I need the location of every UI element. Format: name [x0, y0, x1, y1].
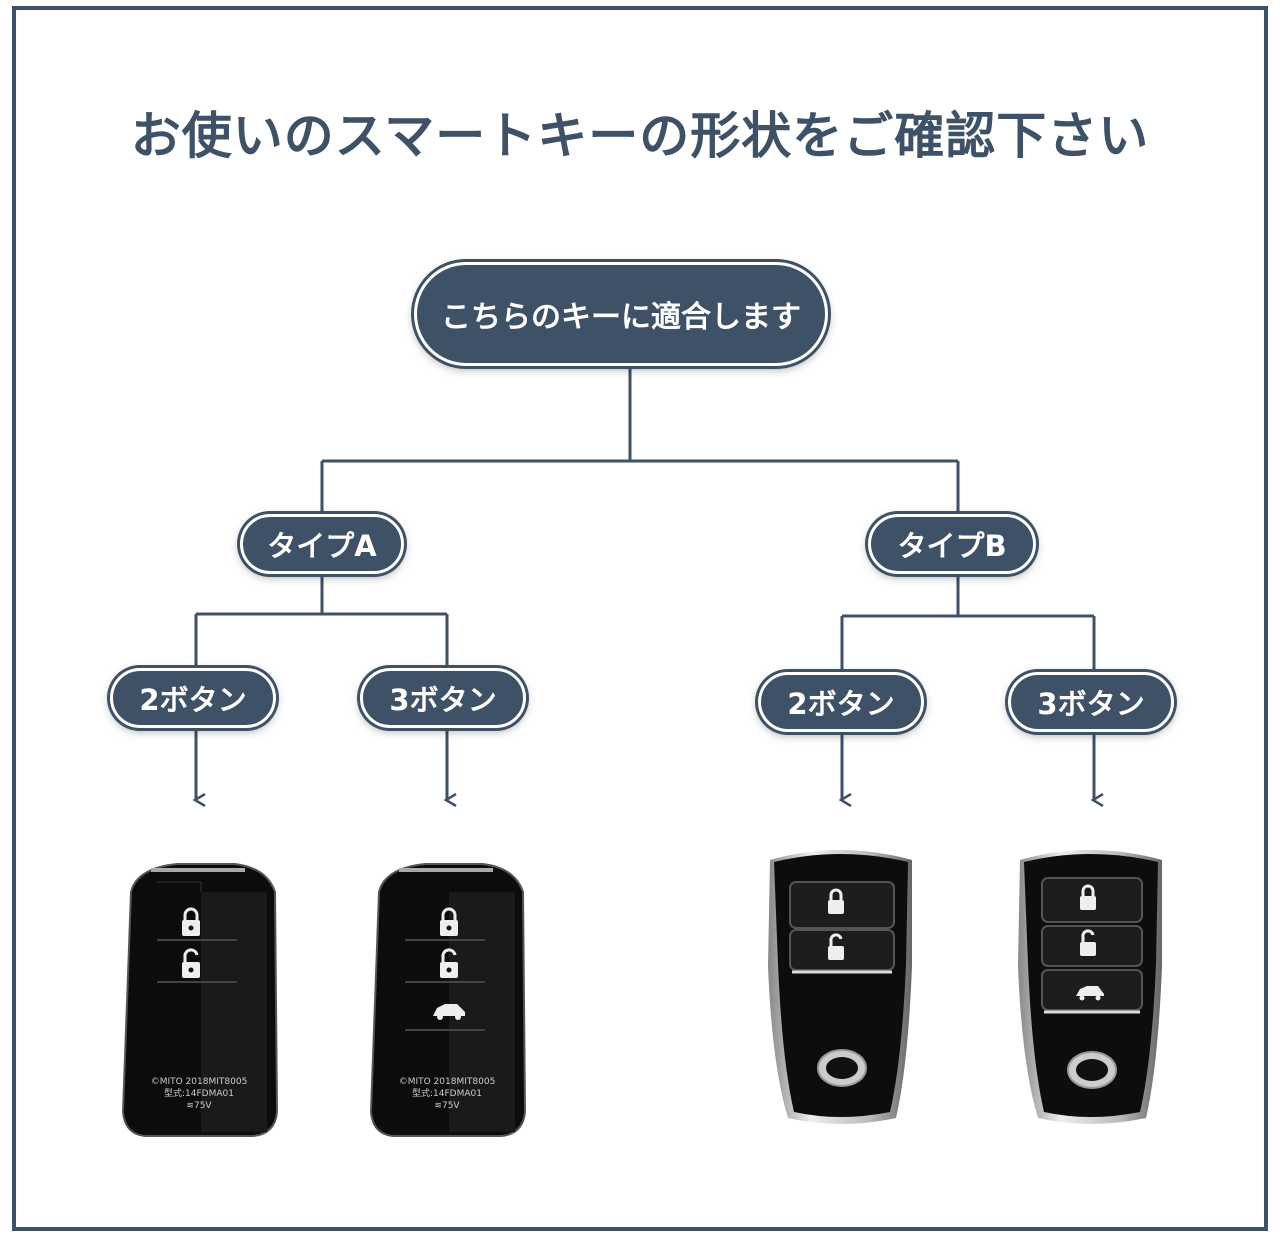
lock-icon	[440, 907, 458, 936]
key-type-a-3button: ©MITO 2018MIT8005 型式:14FDMA01 ≋75V	[369, 863, 527, 1137]
type-a-node: タイプA	[240, 514, 404, 574]
lock-icon	[182, 907, 200, 936]
key-type-b-2button	[768, 850, 912, 1124]
car-trunk-icon	[1076, 986, 1104, 1001]
unlock-icon	[828, 933, 844, 960]
lock-icon	[828, 888, 844, 914]
key-label-1: ©MITO 2018MIT8005	[151, 1077, 248, 1087]
unlock-icon	[182, 948, 200, 978]
car-trunk-icon	[433, 1004, 465, 1020]
type-b-3button-node: 3ボタン	[1008, 672, 1174, 732]
key-label-2: 型式:14FDMA01	[164, 1087, 234, 1099]
key-label-3: ≋75V	[186, 1101, 212, 1111]
arrows	[196, 728, 1094, 800]
unlock-icon	[440, 948, 458, 978]
lock-icon	[1080, 884, 1096, 910]
key-type-b-3button	[1018, 850, 1162, 1124]
unlock-icon	[1080, 929, 1096, 956]
key-label-1: ©MITO 2018MIT8005	[399, 1077, 496, 1087]
connector-lines	[194, 366, 1096, 672]
outer-frame	[12, 6, 1268, 1231]
key-type-a-2button: ©MITO 2018MIT8005 型式:14FDMA01 ≋75V	[121, 863, 279, 1137]
key-label-2: 型式:14FDMA01	[412, 1087, 482, 1099]
type-b-node: タイプB	[868, 514, 1036, 574]
type-b-2button-node: 2ボタン	[758, 672, 924, 732]
page-title: お使いのスマートキーの形状をご確認下さい	[130, 107, 1150, 165]
type-a-2button-node: 2ボタン	[110, 668, 276, 728]
type-a-3button-node: 3ボタン	[360, 668, 526, 728]
key-label-3: ≋75V	[434, 1101, 460, 1111]
root-node: こちらのキーに適合します	[414, 262, 828, 366]
